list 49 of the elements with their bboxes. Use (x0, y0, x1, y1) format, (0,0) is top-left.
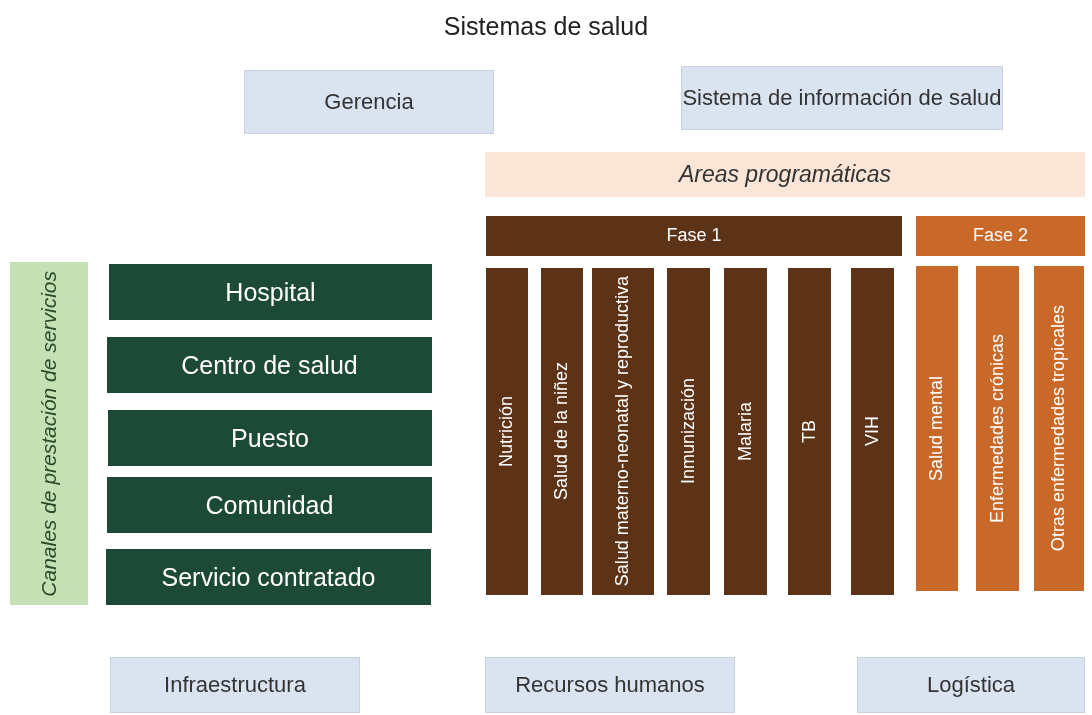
program-column (667, 268, 710, 595)
phase-bar (916, 216, 1085, 256)
program-column (541, 268, 583, 595)
box-label: Centro de salud (181, 350, 358, 380)
box-label: Canales de prestación de servicios (36, 270, 62, 597)
phase-bar (486, 216, 902, 256)
program-column (592, 268, 654, 595)
component-box (857, 657, 1085, 713)
channel-box (108, 410, 432, 466)
box-label: Logística (926, 671, 1016, 699)
box-label: Comunidad (205, 490, 334, 520)
box-label: Servicio contratado (161, 562, 376, 592)
box-label: Sistema de información de salud (682, 84, 1002, 112)
channel-box (106, 549, 431, 605)
box-label: Puesto (231, 423, 309, 453)
box-label: Malaria (734, 402, 756, 461)
box-label: Infraestructura (164, 671, 306, 699)
component-box (681, 66, 1003, 130)
box-label: Salud de la niñez (551, 362, 573, 501)
program-column (724, 268, 767, 595)
box-label: Areas programáticas (678, 160, 892, 189)
program-column (851, 268, 894, 595)
box-label: Otras enfermedades tropicales (1048, 305, 1070, 552)
box-label: Hospital (225, 277, 316, 307)
box-label: Gerencia (324, 88, 414, 116)
box-label: Salud materno-neonatal y reproductiva (612, 276, 634, 587)
program-column (1034, 266, 1084, 591)
box-label: Salud mental (926, 375, 948, 482)
box-label: TB (798, 420, 820, 443)
channel-box (107, 477, 432, 533)
program-column (916, 266, 958, 591)
program-column (788, 268, 831, 595)
component-box (244, 70, 494, 134)
channel-box (107, 337, 432, 393)
box-label: VIH (861, 416, 883, 447)
component-box (110, 657, 360, 713)
box-label: Recursos humanos (515, 671, 705, 699)
area-banner (485, 152, 1085, 197)
program-column (486, 268, 528, 595)
channel-box (109, 264, 432, 320)
box-label: Fase 2 (973, 225, 1028, 247)
box-label: Fase 1 (666, 225, 722, 247)
component-box (485, 657, 735, 713)
program-column (976, 266, 1019, 591)
channels-label-bar (10, 262, 88, 605)
diagram-title: Sistemas de salud (442, 12, 650, 41)
box-label: Enfermedades crónicas (986, 333, 1008, 524)
box-label: Inmunización (677, 378, 699, 485)
box-label: Nutrición (496, 396, 518, 467)
